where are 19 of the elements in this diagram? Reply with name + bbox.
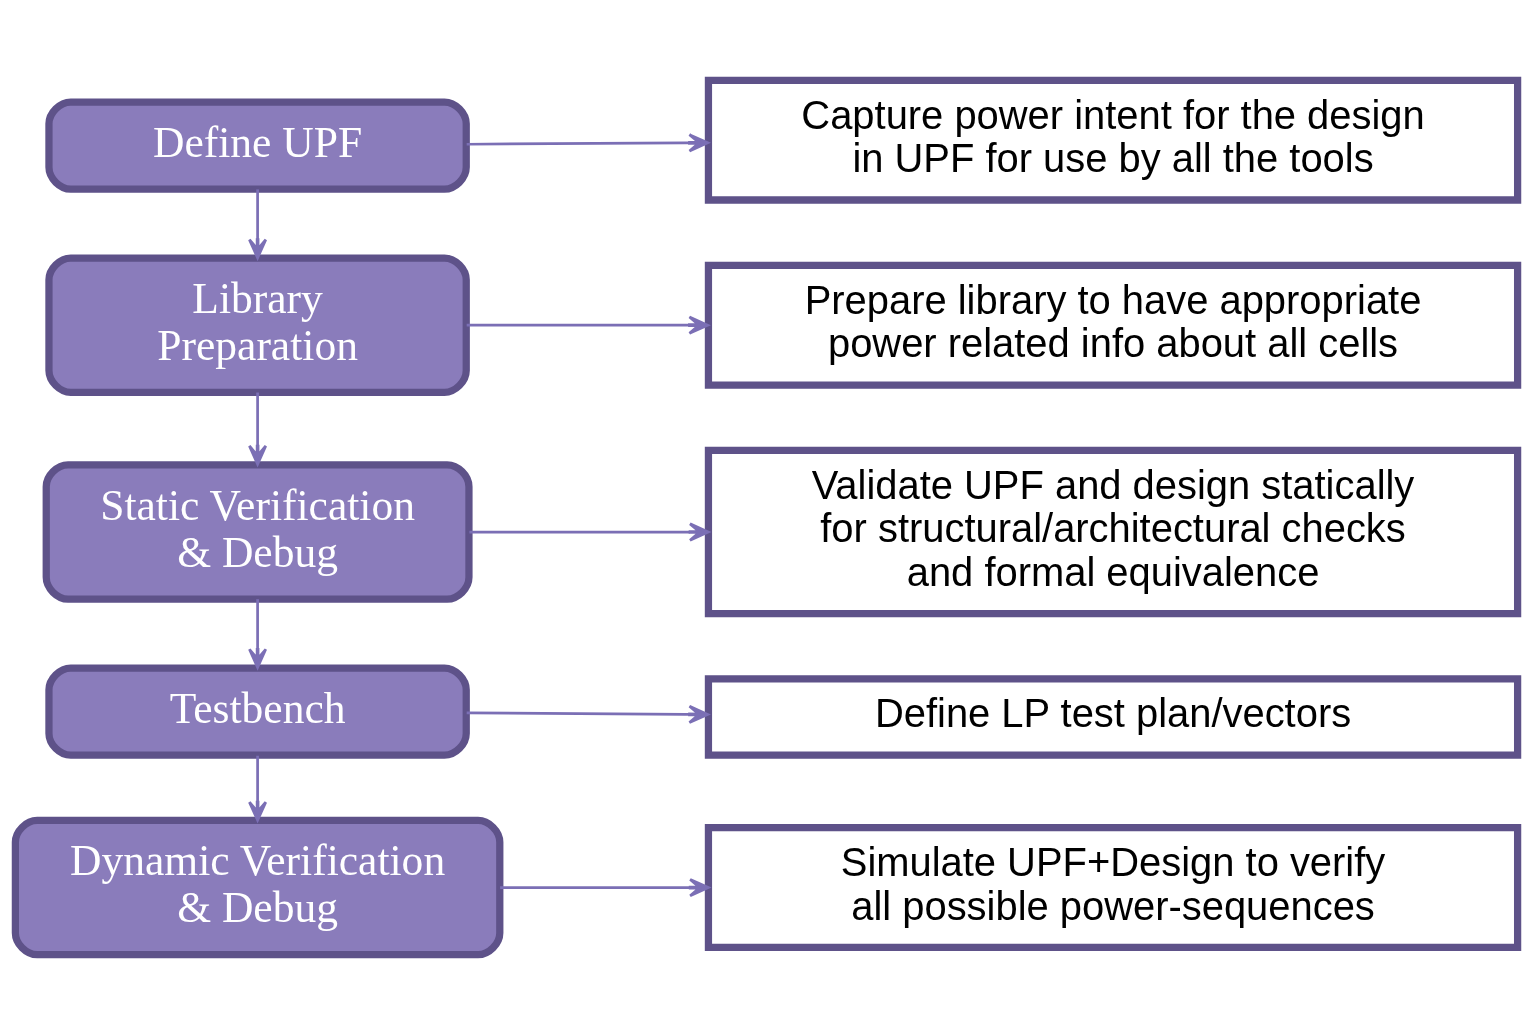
arrow <box>500 877 710 897</box>
node-box: Static Verification & Debug <box>42 460 473 603</box>
node-box: Define LP test plan/vectors <box>704 674 1522 759</box>
arrow <box>248 598 268 669</box>
node-box: Simulate UPF+Design to verify all possible power-sequences <box>704 823 1522 951</box>
node-box: Define UPF <box>45 97 470 193</box>
node-box: Prepare library to have appropriate power related info about all cells <box>704 261 1522 389</box>
arrow <box>248 755 268 822</box>
node-box: Testbench <box>45 663 470 759</box>
node-box: Validate UPF and design statically for structural/architectural checks and formal equivalence <box>704 446 1522 617</box>
arrow <box>469 522 710 542</box>
node-box: Capture power intent for the design in UPF for use by all the tools <box>704 76 1522 204</box>
arrow <box>248 188 268 259</box>
arrow <box>466 315 709 335</box>
arrow <box>466 132 709 152</box>
node-box: Library Preparation <box>45 253 470 396</box>
arrow <box>466 704 709 724</box>
node-box: Dynamic Verification & Debug <box>11 816 504 958</box>
arrow <box>248 392 268 465</box>
